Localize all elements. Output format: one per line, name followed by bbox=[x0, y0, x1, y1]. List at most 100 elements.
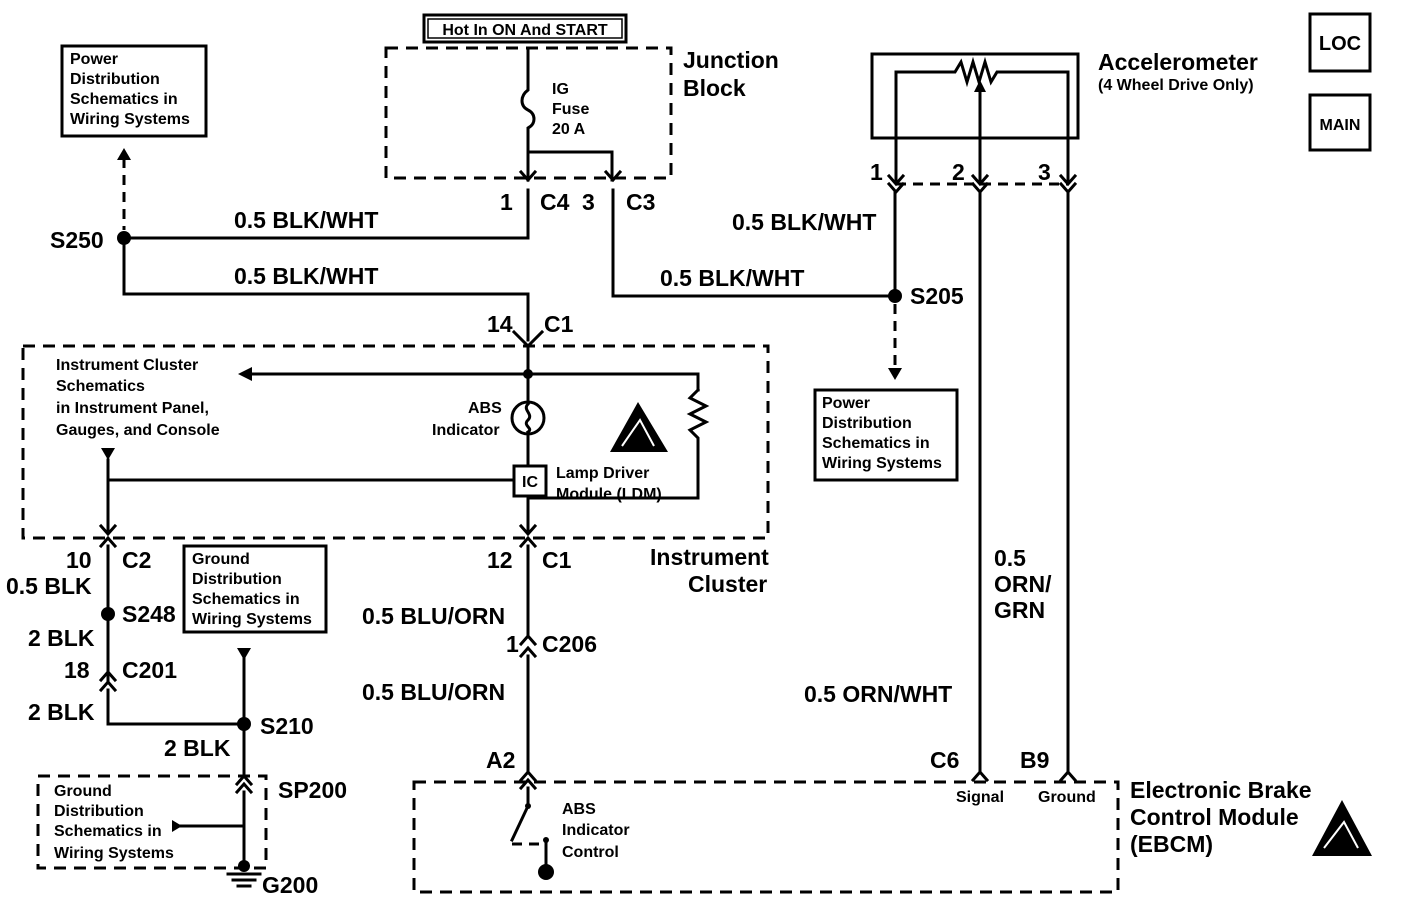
conn-c4: C4 bbox=[540, 189, 570, 215]
main-icon: MAIN bbox=[1320, 117, 1361, 134]
loc-nav-button[interactable]: LOC bbox=[1308, 12, 1372, 73]
power-ref-right-line: Distribution bbox=[822, 415, 912, 432]
ic-ref-line-2[interactable]: Schematics bbox=[56, 378, 145, 395]
pin-1-c206: 1 bbox=[506, 631, 519, 657]
power-ref-left-line: Power bbox=[70, 51, 118, 68]
junction-block-name-2: Block bbox=[683, 75, 746, 101]
blk-2a-label: 2 BLK bbox=[28, 625, 95, 651]
esd-warning-icon bbox=[610, 402, 668, 452]
abs-ctrl-label-3: Control bbox=[562, 844, 619, 861]
wire-c201-s210 bbox=[106, 688, 246, 726]
b9-connector-icon bbox=[1058, 769, 1078, 783]
ebcm-esd-warning-icon bbox=[1312, 800, 1372, 856]
abs-ctrl-label-2: Indicator bbox=[562, 822, 630, 839]
hot-label-text: Hot In ON And START bbox=[442, 22, 608, 39]
ground-symbol-icon bbox=[226, 860, 262, 888]
conn-c206: C206 bbox=[542, 631, 597, 657]
orn-wht-label: 0.5 ORN/WHT bbox=[804, 681, 952, 707]
ebcm-name-2: Control Module bbox=[1130, 804, 1299, 830]
cluster-name-2: Cluster bbox=[688, 571, 767, 597]
ebcm-name-1: Electronic Brake bbox=[1130, 777, 1312, 803]
splice-s248-label: S248 bbox=[122, 601, 176, 627]
abs-label-1: ABS bbox=[468, 400, 502, 417]
ground-ref-mid-line: Wiring Systems bbox=[192, 611, 312, 628]
c3-connector-icon bbox=[603, 169, 623, 183]
blk-2b-label: 2 BLK bbox=[28, 699, 95, 725]
wire-label-4: 0.5 BLK/WHT bbox=[732, 209, 876, 235]
power-ref-left-box[interactable] bbox=[60, 44, 208, 138]
blk-2c-label: 2 BLK bbox=[164, 735, 231, 761]
splice-s205-label: S205 bbox=[910, 283, 964, 309]
main-nav-button[interactable]: MAIN bbox=[1308, 93, 1372, 152]
ground-ref-bottom-line[interactable]: Wiring Systems bbox=[54, 845, 174, 862]
ldm-label-2: Module (LDM) bbox=[556, 486, 662, 503]
pin-c4: 1 bbox=[500, 189, 513, 215]
fuse-label-3: 20 A bbox=[552, 121, 586, 138]
ground-ref-arrow-icon bbox=[101, 448, 115, 460]
conn-c201: C201 bbox=[122, 657, 177, 683]
wire-label-2: 0.5 BLK/WHT bbox=[234, 263, 378, 289]
sp200-connector-icon bbox=[234, 773, 254, 795]
abs-control-switch-icon bbox=[510, 804, 530, 842]
resistor-icon bbox=[686, 387, 710, 472]
ground-ref-mid-line: Distribution bbox=[192, 571, 282, 588]
ebcm-outline bbox=[412, 780, 1120, 894]
splice-s210 bbox=[237, 717, 251, 731]
abs-label-2: Indicator bbox=[432, 422, 500, 439]
ground-ref-mid-box[interactable] bbox=[182, 544, 328, 634]
power-ref-right-line: Power bbox=[822, 395, 870, 412]
pin-a2: A2 bbox=[486, 747, 515, 773]
splice-s205 bbox=[888, 289, 902, 303]
ebcm-ground-label: Ground bbox=[1038, 789, 1096, 806]
ic-ref-line-3[interactable]: in Instrument Panel, bbox=[56, 400, 209, 417]
blu-orn-label-1: 0.5 BLU/ORN bbox=[362, 603, 505, 629]
accelerometer-name: Accelerometer bbox=[1098, 49, 1258, 75]
orn-grn-label-3: GRN bbox=[994, 597, 1045, 623]
hot-in-on-start-label: Hot In ON And START bbox=[422, 13, 628, 44]
ground-ref-bottom-line[interactable]: Ground bbox=[54, 783, 112, 800]
ldm-label-1: Lamp Driver bbox=[556, 465, 649, 482]
pin-c6: C6 bbox=[930, 747, 959, 773]
fuse-branch-wire bbox=[526, 150, 614, 182]
junction-block-name-1: Junction bbox=[683, 47, 779, 73]
wire-label-3: 0.5 BLK/WHT bbox=[660, 265, 804, 291]
fuse-label-1: IG bbox=[552, 81, 569, 98]
pin-18: 18 bbox=[64, 657, 90, 683]
ground-ref-bottom-line[interactable]: Distribution bbox=[54, 803, 144, 820]
a2-connector-icon bbox=[518, 769, 538, 791]
wire-c3-s205 bbox=[611, 188, 897, 298]
ic-chip-label: IC bbox=[522, 474, 538, 491]
ground-ref-mid-line: Schematics in bbox=[192, 591, 300, 608]
power-ref-right-line: Schematics in bbox=[822, 435, 930, 452]
wire-resistor-return bbox=[526, 468, 700, 500]
bulb-filament bbox=[524, 401, 532, 435]
power-ref-right-line: Wiring Systems bbox=[822, 455, 942, 472]
orn-grn-label-2: ORN/ bbox=[994, 571, 1052, 597]
c2-connector-icon bbox=[98, 523, 118, 549]
wire-s250-c4 bbox=[122, 188, 530, 240]
ground-ref-bottom-line[interactable]: Schematics in bbox=[54, 823, 162, 840]
power-ref-right-box[interactable] bbox=[813, 388, 959, 482]
ebcm-name-3: (EBCM) bbox=[1130, 831, 1213, 857]
ig-fuse-icon bbox=[520, 46, 536, 182]
accelerometer-resistor-icon bbox=[894, 56, 1070, 182]
conn-c1-top: C1 bbox=[544, 311, 574, 337]
ground-ref-mid-line: Ground bbox=[192, 551, 250, 568]
pin-12: 12 bbox=[487, 547, 513, 573]
ic-ref-line-1[interactable]: Instrument Cluster bbox=[56, 357, 198, 374]
c4-connector-icon bbox=[518, 169, 538, 183]
ground-ref-mid-arrow-icon bbox=[237, 648, 251, 660]
wire-label-1: 0.5 BLK/WHT bbox=[234, 207, 378, 233]
pin-b9: B9 bbox=[1020, 747, 1049, 773]
accelerometer-note: (4 Wheel Drive Only) bbox=[1098, 77, 1254, 94]
instrument-cluster-outline bbox=[21, 344, 770, 540]
junction-dot bbox=[523, 369, 533, 379]
conn-c2: C2 bbox=[122, 547, 151, 573]
ic-ref-line-4[interactable]: Gauges, and Console bbox=[56, 422, 220, 439]
orn-grn-label-1: 0.5 bbox=[994, 545, 1026, 571]
arrow-up-icon bbox=[117, 148, 131, 160]
blk-05-label: 0.5 BLK bbox=[6, 573, 92, 599]
wire-s250-c1 bbox=[122, 236, 530, 342]
fuse-label-2: Fuse bbox=[552, 101, 589, 118]
